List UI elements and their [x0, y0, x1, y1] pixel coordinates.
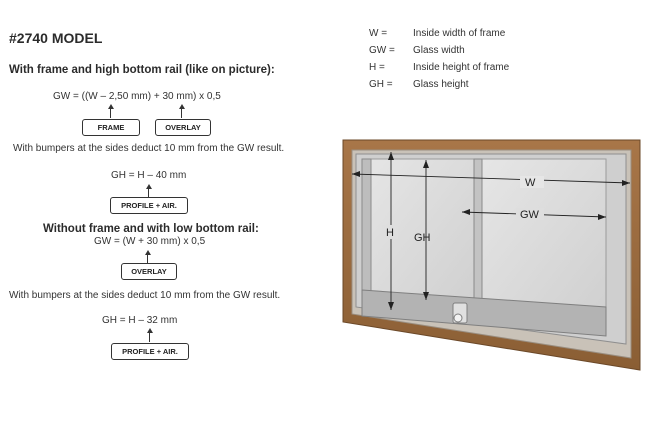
- gh-arrow-top: [423, 160, 429, 168]
- overlay-box: OVERLAY: [155, 119, 211, 136]
- w-arrow-left: [352, 171, 360, 177]
- section2-gh-formula: GH = H – 32 mm: [102, 315, 178, 326]
- legend-desc-h: Inside height of frame: [413, 62, 510, 73]
- arrow-stem: [149, 332, 150, 342]
- bottom-rail: [361, 289, 607, 337]
- arrow-up-icon: [146, 184, 152, 189]
- profile-air-box-2: PROFILE + AIR.: [111, 343, 189, 360]
- legend-desc-w: Inside width of frame: [413, 28, 506, 39]
- overlay-box-2: OVERLAY: [121, 263, 177, 280]
- gh-arrow-bottom: [423, 292, 429, 300]
- gw-arrow-right: [598, 214, 606, 220]
- label-w: W: [525, 177, 536, 189]
- arrow-stem: [148, 188, 149, 197]
- arrow-up-icon: [145, 250, 151, 255]
- h-arrow-bottom: [388, 302, 394, 310]
- gw-arrow-left: [462, 209, 470, 215]
- w-dimension-line: [351, 173, 631, 184]
- legend-key-gw: GW =: [369, 45, 395, 56]
- page-title: #2740 MODEL: [9, 30, 103, 46]
- arrow-up-icon: [147, 328, 153, 333]
- section2-heading: Without frame and with low bottom rail:: [43, 223, 259, 235]
- section1-gw-formula: GW = ((W – 2,50 mm) + 30 mm) x 0,5: [53, 91, 221, 102]
- w-arrow-right: [622, 180, 630, 186]
- section1-heading: With frame and high bottom rail (like on…: [9, 64, 275, 76]
- label-gh: GH: [414, 232, 431, 244]
- frame-box: FRAME: [82, 119, 140, 136]
- legend-key-gh: GH =: [369, 79, 393, 90]
- legend-key-w: W =: [369, 28, 388, 39]
- section1-note: With bumpers at the sides deduct 10 mm f…: [13, 143, 285, 154]
- wheel-icon: [453, 313, 463, 323]
- left-profile: [361, 158, 372, 299]
- legend-key-h: H =: [369, 62, 385, 73]
- arrow-stem: [147, 254, 148, 263]
- h-arrow-top: [388, 152, 394, 160]
- arrow-stem: [110, 108, 111, 118]
- section2-gw-formula: GW = (W + 30 mm) x 0,5: [94, 236, 206, 247]
- section1-gh-formula: GH = H – 40 mm: [111, 170, 187, 181]
- section2-note: With bumpers at the sides deduct 10 mm f…: [9, 290, 281, 301]
- legend-desc-gh: Glass height: [413, 79, 469, 90]
- label-gw: GW: [520, 209, 540, 221]
- arrow-stem: [181, 108, 182, 118]
- legend-desc-gw: Glass width: [413, 45, 465, 56]
- profile-air-box: PROFILE + AIR.: [110, 197, 188, 214]
- label-h: H: [386, 227, 394, 239]
- arrow-up-icon: [108, 104, 114, 109]
- meeting-stile: [473, 158, 483, 313]
- arrow-up-icon: [179, 104, 185, 109]
